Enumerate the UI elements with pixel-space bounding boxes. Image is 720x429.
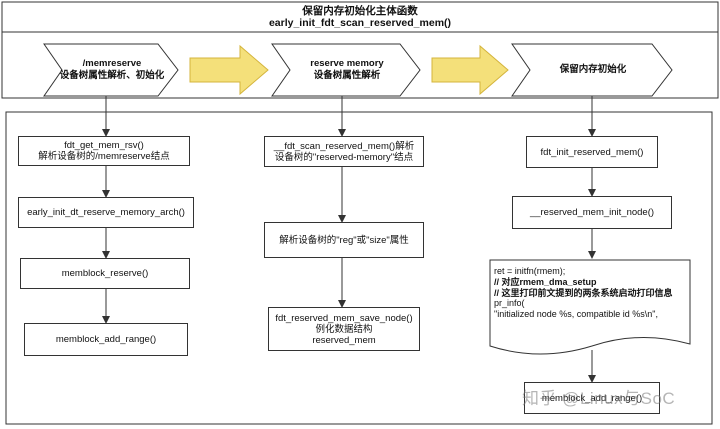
stage-3-shape [511, 43, 673, 97]
left-box-fdt-get-mem-rsv: fdt_get_mem_rsv() 解析设备树的/memreserve结点 [18, 136, 190, 166]
mid-box-scan-reserved-mem: __fdt_scan_reserved_mem()解析 设备树的"reserve… [264, 136, 424, 167]
stage-3-line1: 保留内存初始化 [559, 64, 627, 75]
stage-1-shape [43, 43, 179, 97]
left-box-memblock-add-range: memblock_add_range() [24, 323, 188, 356]
left-box-3-line1: memblock_add_range() [55, 334, 157, 345]
right-box-fdt-init-reserved-mem: fdt_init_reserved_mem() [526, 136, 658, 168]
stage-3-label: 保留内存初始化 [530, 50, 656, 90]
header-box [1, 1, 719, 33]
stage-1-line1: /memreserve [82, 58, 142, 69]
left-box-memblock-reserve: memblock_reserve() [20, 258, 190, 289]
left-box-reserve-memory-arch: early_init_dt_reserve_memory_arch() [18, 197, 194, 228]
stage-1-line2: 设备树属性解析、初始化 [59, 70, 165, 81]
mid-box-parse-reg-size: 解析设备树的"reg"或"size"属性 [264, 222, 424, 258]
mid-box-2-line2: 例化数据结构 [315, 323, 373, 335]
left-box-0-line2: 解析设备树的/memreserve结点 [38, 151, 170, 162]
code-line-4: "initialized node %s, compatible id %s\n… [494, 309, 658, 320]
header-title-line1: 保留内存初始化主体函数 [302, 5, 418, 17]
right-box-reserved-mem-init-node: __reserved_mem_init_node() [512, 196, 672, 229]
stage-2-line2: 设备树属性解析 [313, 70, 381, 81]
yellow-arrow-1 [189, 44, 269, 96]
watermark: 知乎 @Linux与SoC [522, 389, 676, 408]
main-body-frame [5, 111, 713, 425]
right-box-memblock-add-range: memblock_add_range() [524, 382, 660, 414]
code-block: ret = initfn(rmem); // 对应rmem_dma_setup … [494, 266, 684, 320]
header-title: 保留内存初始化主体函数 early_init_fdt_scan_reserved… [0, 5, 720, 29]
header-title-line2: early_init_fdt_scan_reserved_mem() [268, 17, 452, 29]
mid-box-2-line1: fdt_reserved_mem_save_node() [275, 312, 413, 324]
left-box-1-line1: early_init_dt_reserve_memory_arch() [27, 207, 185, 218]
mid-box-0-line1: __fdt_scan_reserved_mem()解析 [273, 140, 415, 152]
code-document-shape [489, 259, 691, 355]
code-line-3: pr_info( [494, 298, 525, 309]
right-box-0-line1: fdt_init_reserved_mem() [540, 146, 644, 158]
mid-box-save-node: fdt_reserved_mem_save_node() 例化数据结构 rese… [268, 307, 420, 351]
stage-2-line1: reserve memory [310, 58, 384, 69]
mid-box-0-line2: 设备树的"reserved-memory"结点 [274, 151, 414, 163]
stage-2-shape [271, 43, 421, 97]
left-box-0-line1: fdt_get_mem_rsv() [64, 140, 144, 151]
stage-1-label: /memreserve 设备树属性解析、初始化 [59, 50, 165, 90]
left-box-2-line1: memblock_reserve() [61, 268, 149, 279]
mid-box-1-line1: 解析设备树的"reg"或"size"属性 [279, 234, 409, 246]
code-line-1: // 对应rmem_dma_setup [494, 276, 597, 287]
code-line-0: ret = initfn(rmem); [494, 266, 566, 276]
right-box-2-line1: memblock_add_range() [541, 392, 643, 404]
code-line-2: // 这里打印前文提到的两条系统启动打印信息 [494, 287, 673, 298]
mid-box-2-line3: reserved_mem [312, 334, 376, 346]
yellow-arrow-2 [431, 44, 509, 96]
right-box-1-line1: __reserved_mem_init_node() [529, 207, 655, 218]
stage-2-label: reserve memory 设备树属性解析 [290, 50, 404, 90]
